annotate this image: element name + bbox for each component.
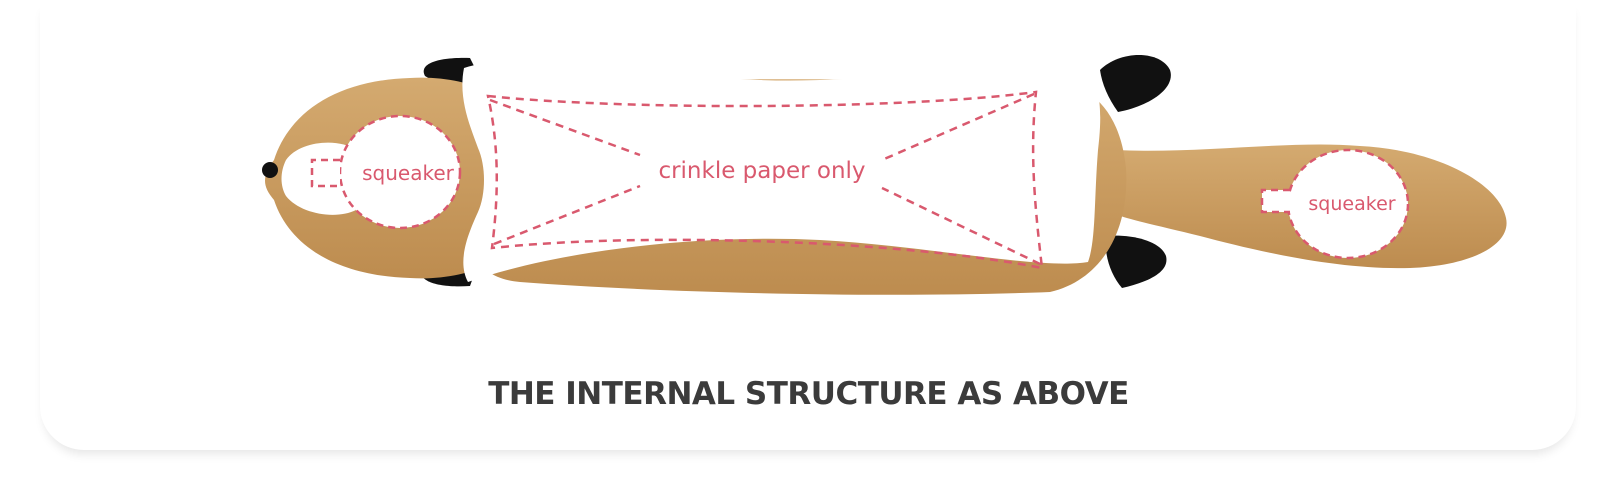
head-squeaker-pocket: squeaker [310, 114, 462, 230]
body-crinkle-pocket [486, 90, 1044, 270]
caption: THE INTERNAL STRUCTURE AS ABOVE [488, 376, 1129, 412]
body-pocket-label: crinkle paper only [658, 158, 865, 184]
crinkle-line-4 [881, 186, 1041, 266]
back-paw-top [1100, 55, 1171, 112]
tail-pocket-outline [1286, 148, 1410, 260]
nose [262, 162, 278, 178]
crinkle-line-2 [493, 184, 641, 246]
tail-squeaker-pocket: squeaker [1260, 148, 1410, 260]
crinkle-line-1 [489, 98, 641, 157]
body-pocket-outline [486, 90, 1044, 270]
belly-panel [462, 58, 1101, 282]
back-paw-bottom [1105, 235, 1167, 288]
tail-pocket-label: squeaker [1308, 193, 1395, 215]
tail-pocket-tab [1260, 188, 1290, 214]
head-pocket-tab [310, 158, 340, 188]
head-pocket-label: squeaker [362, 161, 455, 185]
